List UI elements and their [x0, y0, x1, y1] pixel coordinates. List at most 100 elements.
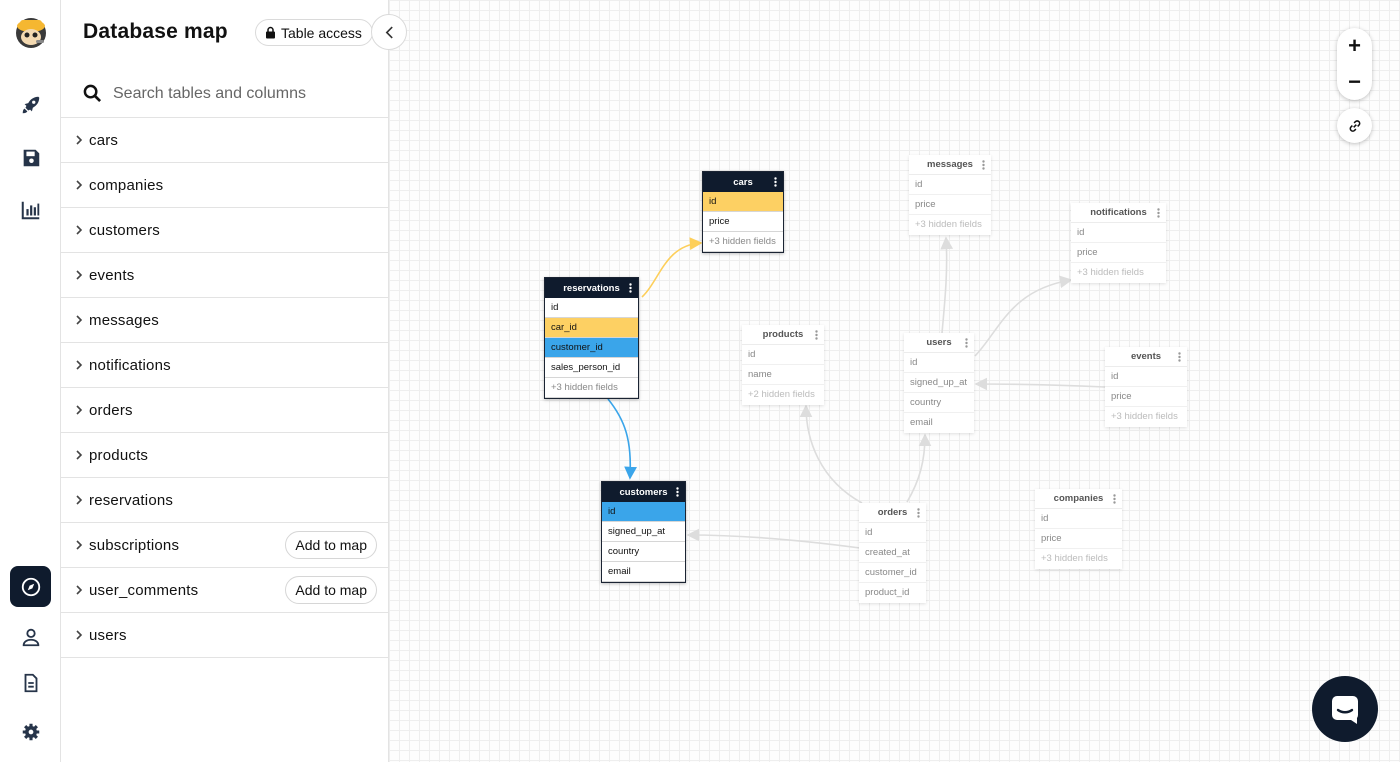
table-list-item[interactable]: notifications: [61, 343, 388, 388]
field-row[interactable]: car_id: [545, 318, 638, 338]
field-row[interactable]: id: [909, 175, 991, 195]
field-row[interactable]: id: [1035, 509, 1122, 529]
field-row[interactable]: customer_id: [859, 563, 926, 583]
zoom-in-button[interactable]: +: [1348, 33, 1361, 58]
user-icon[interactable]: [10, 616, 51, 657]
field-row[interactable]: id: [1105, 367, 1187, 387]
more-icon[interactable]: [917, 508, 920, 518]
chevron-right-icon[interactable]: [75, 405, 83, 415]
more-icon[interactable]: [1113, 494, 1116, 504]
chevron-right-icon[interactable]: [75, 180, 83, 190]
chevron-right-icon[interactable]: [75, 540, 83, 550]
more-icon[interactable]: [815, 330, 818, 340]
chevron-right-icon[interactable]: [75, 270, 83, 280]
node-reservations[interactable]: reservations id car_id customer_id sales…: [544, 277, 639, 399]
node-messages[interactable]: messages id price +3 hidden fields: [909, 155, 991, 235]
field-row[interactable]: price: [909, 195, 991, 215]
field-row[interactable]: created_at: [859, 543, 926, 563]
chevron-right-icon[interactable]: [75, 135, 83, 145]
add-to-map-button[interactable]: Add to map: [285, 531, 377, 559]
chevron-right-icon[interactable]: [75, 495, 83, 505]
hidden-fields-toggle[interactable]: +3 hidden fields: [703, 232, 783, 252]
field-row[interactable]: product_id: [865, 587, 910, 598]
logo-icon[interactable]: [10, 10, 51, 51]
node-orders[interactable]: orders id created_at customer_id product…: [859, 503, 926, 603]
field-row[interactable]: id: [545, 298, 638, 318]
chat-launcher-button[interactable]: [1312, 676, 1378, 742]
more-icon[interactable]: [1178, 352, 1181, 362]
document-icon[interactable]: [10, 662, 51, 703]
map-canvas[interactable]: [389, 0, 1400, 762]
table-list-item[interactable]: reservations: [61, 478, 388, 523]
node-users[interactable]: users id signed_up_at country email: [904, 333, 974, 433]
chevron-right-icon[interactable]: [75, 630, 83, 640]
node-products[interactable]: products id name +2 hidden fields: [742, 325, 824, 405]
node-header[interactable]: reservations: [545, 278, 638, 298]
rocket-icon[interactable]: [10, 84, 51, 125]
copy-link-button[interactable]: [1337, 108, 1372, 143]
field-row[interactable]: name: [742, 365, 824, 385]
hidden-fields-toggle[interactable]: +3 hidden fields: [1111, 411, 1178, 422]
table-list-item[interactable]: messages: [61, 298, 388, 343]
node-header[interactable]: users: [904, 333, 974, 353]
chevron-right-icon[interactable]: [75, 225, 83, 235]
field-row[interactable]: sales_person_id: [545, 358, 638, 378]
node-header[interactable]: customers: [602, 482, 685, 502]
node-notifications[interactable]: notifications id price +3 hidden fields: [1071, 203, 1166, 283]
table-list-item[interactable]: companies: [61, 163, 388, 208]
hidden-fields-toggle[interactable]: +3 hidden fields: [1041, 553, 1108, 564]
node-header[interactable]: products: [742, 325, 824, 345]
node-companies[interactable]: companies id price +3 hidden fields: [1035, 489, 1122, 569]
field-row[interactable]: customer_id: [545, 338, 638, 358]
node-cars[interactable]: cars id price +3 hidden fields: [702, 171, 784, 253]
table-list-item[interactable]: products: [61, 433, 388, 478]
more-icon[interactable]: [774, 177, 777, 187]
table-list-item[interactable]: users: [61, 613, 388, 658]
compass-icon[interactable]: [10, 566, 51, 607]
hidden-fields-toggle[interactable]: +3 hidden fields: [915, 219, 982, 230]
field-row[interactable]: id: [904, 353, 974, 373]
field-row[interactable]: country: [602, 542, 685, 562]
field-row[interactable]: email: [602, 562, 685, 582]
table-list-item[interactable]: cars: [61, 118, 388, 163]
field-row[interactable]: signed_up_at: [602, 522, 685, 542]
node-header[interactable]: notifications: [1071, 203, 1166, 223]
node-header[interactable]: orders: [859, 503, 926, 523]
more-icon[interactable]: [982, 160, 985, 170]
hidden-fields-toggle[interactable]: +2 hidden fields: [748, 389, 815, 400]
gear-icon[interactable]: [10, 711, 51, 752]
zoom-out-button[interactable]: −: [1348, 69, 1361, 94]
node-header[interactable]: cars: [703, 172, 783, 192]
more-icon[interactable]: [965, 338, 968, 348]
field-row[interactable]: country: [904, 393, 974, 413]
chart-icon[interactable]: [10, 189, 51, 230]
chevron-right-icon[interactable]: [75, 450, 83, 460]
node-events[interactable]: events id price +3 hidden fields: [1105, 347, 1187, 427]
table-list-item[interactable]: customers: [61, 208, 388, 253]
node-header[interactable]: messages: [909, 155, 991, 175]
field-row[interactable]: price: [1035, 529, 1122, 549]
chevron-right-icon[interactable]: [75, 585, 83, 595]
more-icon[interactable]: [629, 283, 632, 293]
field-row[interactable]: id: [602, 502, 685, 522]
field-row[interactable]: signed_up_at: [904, 373, 974, 393]
chevron-right-icon[interactable]: [75, 315, 83, 325]
chevron-right-icon[interactable]: [75, 360, 83, 370]
table-list-item[interactable]: orders: [61, 388, 388, 433]
more-icon[interactable]: [676, 487, 679, 497]
collapse-sidebar-button[interactable]: [371, 14, 407, 50]
field-row[interactable]: id: [703, 192, 783, 212]
table-list-item[interactable]: events: [61, 253, 388, 298]
add-to-map-button[interactable]: Add to map: [285, 576, 377, 604]
field-row[interactable]: id: [742, 345, 824, 365]
field-row[interactable]: email: [910, 417, 933, 428]
more-icon[interactable]: [1157, 208, 1160, 218]
node-customers[interactable]: customers id signed_up_at country email: [601, 481, 686, 583]
hidden-fields-toggle[interactable]: +3 hidden fields: [545, 378, 638, 398]
search-input[interactable]: [113, 80, 373, 108]
field-row[interactable]: id: [1071, 223, 1166, 243]
field-row[interactable]: id: [859, 523, 926, 543]
field-row[interactable]: price: [1105, 387, 1187, 407]
field-row[interactable]: price: [1071, 243, 1166, 263]
